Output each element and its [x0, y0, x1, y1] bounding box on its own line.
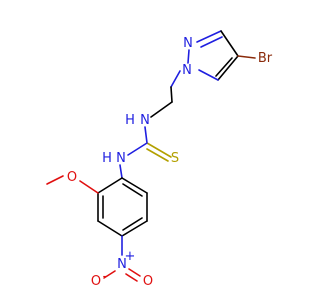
bond-ar-6-1-double	[122, 183, 143, 197]
atom-pyrazole-n2: N	[183, 36, 193, 51]
bond-n-o-double-2	[125, 273, 138, 282]
bond-c4-c5-double	[215, 57, 233, 77]
atom-sulfur: S	[171, 151, 179, 166]
bond-nh2-ar	[119, 164, 123, 179]
bond-ar-6-1	[121, 177, 148, 194]
bond-n1-ch2	[170, 70, 181, 88]
atom-nitro-o-right: O	[143, 274, 153, 289]
bond-ar-1-2	[97, 177, 123, 194]
bond-ar-o	[79, 180, 99, 194]
bond-ar-4-5	[121, 220, 148, 237]
atom-nitro-o-left: O	[91, 274, 101, 289]
bond-n1-n2	[187, 49, 190, 64]
nitro-plus-charge: +	[125, 249, 136, 264]
bond-nh-cs	[144, 126, 148, 144]
atom-thiourea-h-lower: H	[102, 151, 112, 166]
bond-c-s	[146, 142, 172, 158]
atom-pyrazole-n1: N	[182, 63, 192, 78]
atom-methoxy-o: O	[67, 170, 77, 185]
bond-c-nh2	[127, 142, 148, 156]
bond-o-ch3	[46, 175, 64, 185]
bond-c-s-double	[146, 148, 169, 162]
bond-n-o-minus	[103, 270, 116, 279]
bond-n-o-double	[128, 268, 141, 277]
molecule-canvas: N N Br H N H N S O N + O - O	[46, 30, 273, 289]
atom-labels: N N Br H N H N S O N + O - O	[67, 36, 273, 289]
atom-thiourea-h-upper: H	[125, 113, 135, 128]
nitro-minus-charge: -	[103, 269, 108, 284]
bond-c4-c5	[217, 55, 239, 81]
bond-ar-3-4	[97, 220, 123, 237]
atom-thiourea-n-upper: N	[140, 113, 150, 128]
bond-ar-4-5-double	[122, 217, 143, 231]
bond-c4-br	[237, 55, 256, 59]
structure-diagram: N N Br H N H N S O N + O - O	[46, 30, 273, 289]
bond-n2-c3	[196, 30, 222, 43]
atom-nitro-n: N	[117, 257, 127, 272]
atom-bromine: Br	[258, 51, 273, 66]
bond-ch2-nh	[150, 101, 173, 118]
bond-n2-c3-double	[200, 36, 223, 48]
bond-ch2-ch2	[170, 86, 173, 103]
atom-thiourea-n-lower: N	[116, 151, 126, 166]
bond-c3-c4	[220, 30, 239, 57]
bonds	[46, 30, 256, 282]
bond-c5-n1	[198, 69, 219, 81]
